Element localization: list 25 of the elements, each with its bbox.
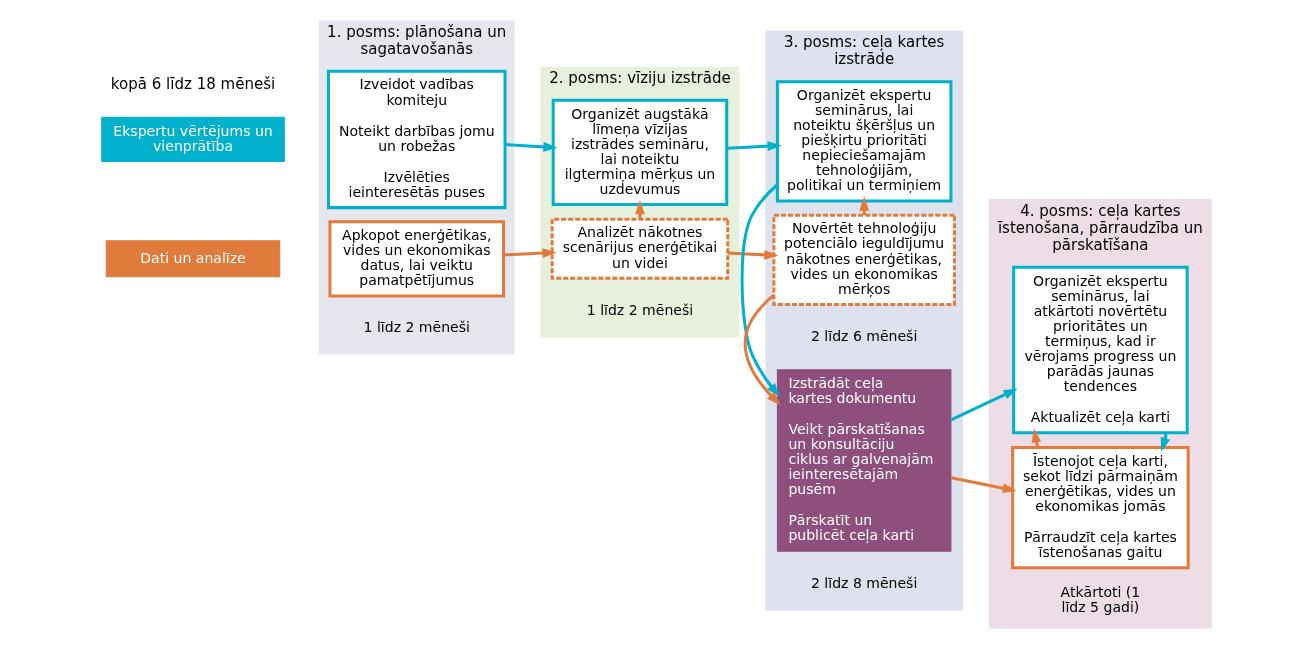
node-box: Organizēt ekspertu seminārus, lai noteiktu šķēršļus un piešķirtu prioritāti nepieciešamajām tehnoloģijām, politikai un termiņiem — [775, 79, 953, 203]
node-box: Apkopot enerģētikas, vides un ekonomikas datus, lai veiktu pamatpētījumus — [328, 219, 506, 297]
node-label: 1 līdz 2 mēneši — [363, 318, 470, 335]
arrow — [727, 249, 779, 260]
arrow — [726, 140, 782, 151]
arrow — [950, 475, 1017, 493]
node-box: Ekspertu vērtējums un vienprātība — [101, 116, 285, 162]
node-box: Izstrādāt ceļa kartes dokumentu Veikt pārskatīšanas un konsultāciju ciklus ar galvenajām ieinteresētajām pusēm Pārskatīt un publicēt ceļa karti — [776, 368, 952, 552]
node-box: Izveidot vadības komiteju Noteikt darbības jomu un robežas Izvēlēties ieinteresētās puses — [326, 69, 507, 209]
arrow — [503, 247, 557, 258]
node-box: Īstenojot ceļa karti, sekot līdzi pārmaiņām enerģētikas, vides un ekonomikas jomās Pārraudzīt ceļa kartes īstenošanas gaitu — [1011, 445, 1190, 569]
arrow — [505, 141, 558, 152]
node-label: 2 līdz 6 mēneši — [810, 327, 918, 344]
node-box: Dati un analīze — [105, 239, 281, 277]
node-label: 1 līdz 2 mēneši — [586, 301, 694, 318]
node-box: Organizēt augstākā līmeņa vīzijas izstrādes semināru, lai noteiktu ilgtermiņa mērķus un uzdevumus — [551, 98, 729, 206]
arrow — [743, 293, 781, 405]
node-box: Organizēt ekspertu seminārus, lai atkārtoti novērtētu prioritātes un termiņus, kad ir vērojams progress un parādās jaunas tendences Aktualizēt ceļa karti — [1012, 265, 1189, 434]
arrow — [950, 388, 1018, 421]
label: kopā 6 līdz 18 mēneši — [110, 74, 276, 93]
node-label: 2 līdz 8 mēneši — [810, 574, 918, 591]
node-label: Atkārtoti (1 līdz 5 gadi) — [1060, 583, 1141, 615]
node-box: Analizēt nākotnes scenārijus enerģētikai un videi — [550, 217, 730, 280]
node-box: Novērtēt tehnoloģiju potenciālo ieguldījumu nākotnes enerģētikas, vides un ekonomikas mērķos — [772, 213, 956, 306]
arrow — [740, 183, 781, 397]
